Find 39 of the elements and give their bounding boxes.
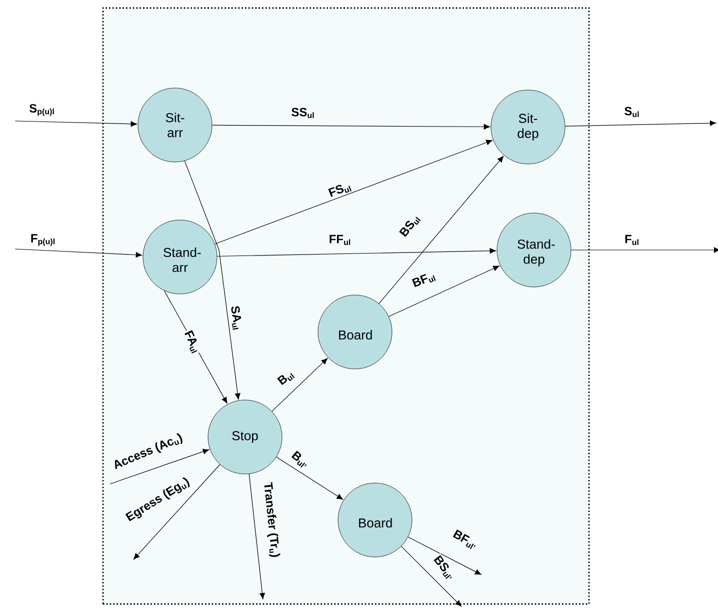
arrow bbox=[378, 156, 504, 304]
circle-node: Stop bbox=[208, 400, 282, 474]
edge-label: B$_{ul}$ bbox=[275, 368, 297, 388]
edge-label: Transfer (Tr$_{u}$) bbox=[260, 480, 282, 560]
arrow bbox=[216, 248, 496, 257]
circle-node: Sit-dep bbox=[490, 90, 566, 164]
edge-label: S$_{p(u)l}$ bbox=[28, 103, 56, 117]
edge-label: BF$_{ul’}$ bbox=[450, 528, 480, 552]
arrow bbox=[401, 546, 462, 607]
circle-node: Stand-arr bbox=[142, 220, 218, 294]
circle-node: Board bbox=[318, 294, 392, 370]
edge-label: S$_{ul}$ bbox=[623, 106, 641, 118]
arrow bbox=[248, 474, 265, 600]
edge-label: F$_{p(u)l}$ bbox=[29, 233, 57, 247]
arrow bbox=[214, 140, 492, 244]
arrow bbox=[133, 464, 220, 560]
circle-node: Stand-dep bbox=[496, 212, 572, 288]
arrow bbox=[272, 358, 328, 412]
circle-node: Sit-arr bbox=[138, 88, 212, 162]
edge-label: SA$_{ul}$ bbox=[228, 304, 244, 332]
arrow bbox=[408, 536, 482, 575]
arrow bbox=[184, 160, 240, 400]
edge-label: BS$_{ul}$ bbox=[397, 212, 423, 240]
arrow bbox=[14, 120, 138, 127]
edge-label: BF$_{ul}$ bbox=[410, 270, 438, 290]
edge-label: SS$_{ul}$ bbox=[290, 106, 316, 120]
circle-node: Board bbox=[338, 482, 412, 558]
edge-label: B$_{ul’}$ bbox=[288, 448, 312, 472]
arrow bbox=[110, 448, 210, 484]
edge-label: FS$_{ul}$ bbox=[326, 180, 354, 200]
arrow bbox=[564, 120, 716, 126]
edge-label: F$_{ul}$ bbox=[624, 234, 640, 246]
arrow bbox=[276, 456, 344, 500]
edge-label: BS$_{ul’}$ bbox=[430, 553, 458, 583]
edge-label: FA$_{ul}$ bbox=[181, 328, 203, 356]
arrow bbox=[14, 248, 142, 258]
arrow bbox=[212, 124, 490, 130]
arrow bbox=[388, 266, 500, 317]
arrow bbox=[570, 247, 718, 253]
